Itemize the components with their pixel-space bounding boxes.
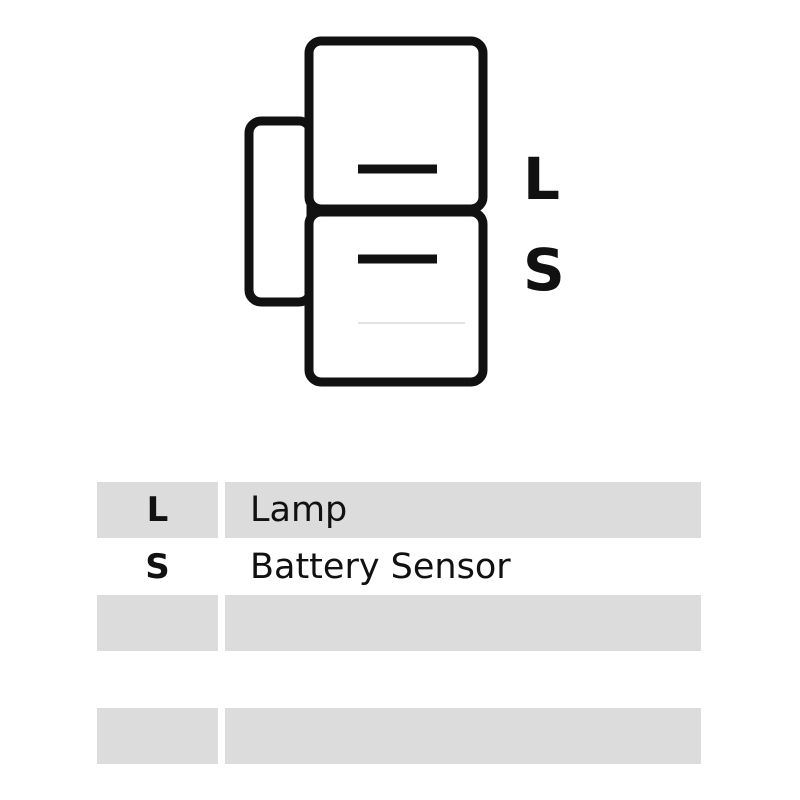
pin-label-l: L (523, 145, 560, 213)
legend-pin-description: Battery Sensor (250, 546, 511, 587)
connector-latch (244, 116, 316, 307)
legend-row (97, 708, 701, 765)
legend-pin-code: S (145, 546, 170, 587)
legend-pin-description (225, 652, 701, 708)
pin-label-s: S (523, 236, 565, 304)
legend-pin-code (97, 708, 218, 764)
legend-row: L Lamp (97, 482, 701, 539)
legend-row (97, 595, 701, 652)
legend-pin-description (225, 708, 701, 764)
legend-pin-description: Lamp (225, 482, 701, 538)
legend-pin-code: L (97, 482, 218, 538)
terminal-housing-upper (304, 36, 488, 214)
legend-pin-code (97, 652, 218, 708)
legend-row (97, 652, 701, 709)
legend-pin-description (225, 595, 701, 651)
terminal-housing-lower (304, 207, 488, 387)
connector-diagram: L S (244, 36, 565, 387)
legend-pin-code (97, 595, 218, 651)
legend-row: S Battery Sensor (97, 539, 701, 596)
pin-legend-table: L Lamp S Battery Sensor (97, 482, 701, 765)
